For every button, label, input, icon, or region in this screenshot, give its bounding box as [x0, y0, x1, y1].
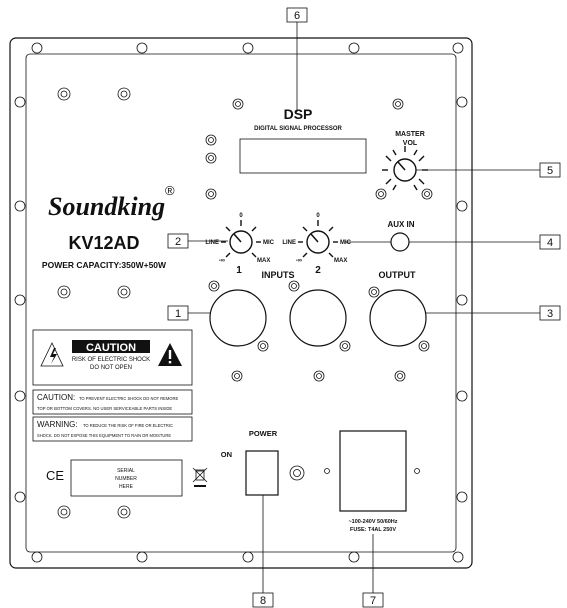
- callout-1: 1: [175, 308, 181, 320]
- on-label: ON: [221, 450, 232, 459]
- dsp-subtitle: DIGITAL SIGNAL PROCESSOR: [254, 126, 342, 132]
- ch1-min-label: -∞: [219, 258, 225, 264]
- callout-8-box: [252, 592, 274, 608]
- ch2-mic-label: MIC: [340, 240, 352, 246]
- caution-label: CAUTION RISK OF ELECTRIC SHOCK DO NOT OP…: [32, 329, 193, 386]
- callout-7: 7: [370, 595, 376, 607]
- callout-8: 8: [260, 595, 266, 607]
- registered-mark: ®: [165, 183, 175, 198]
- mains-inlet-fuse[interactable]: [324, 430, 420, 512]
- xlr-input-1[interactable]: [208, 280, 269, 352]
- caution-title: CAUTION: [86, 342, 136, 354]
- serial-line-1: SERIAL: [117, 468, 135, 474]
- callout-4-box: [539, 234, 561, 250]
- mains-rating: ~100-240V 50/60Hz: [348, 519, 397, 525]
- warning-text-box: WARNING: TO REDUCE THE RISK OF FIRE OR E…: [32, 416, 193, 442]
- channel-1-number: 1: [236, 265, 242, 276]
- callout-3-box: [539, 305, 561, 321]
- master-volume-knob[interactable]: [382, 146, 428, 191]
- inner-plate: [25, 53, 457, 553]
- master-vol-label-2: VOL: [403, 140, 418, 147]
- channel-2-number: 2: [315, 265, 321, 276]
- caution-text-line-1: TO PREVENT ELECTRIC SHOCK DO NOT REMORE: [79, 396, 178, 401]
- power-switch[interactable]: [245, 450, 279, 496]
- caution-text-head: CAUTION:: [37, 393, 75, 402]
- callout-5: 5: [547, 165, 553, 177]
- channel-2-gain-knob[interactable]: [298, 220, 338, 258]
- model-name: KV12AD: [68, 233, 139, 253]
- callout-5-box: [539, 162, 561, 178]
- caution-text-box: CAUTION: TO PREVENT ELECTRIC SHOCK DO NO…: [32, 389, 193, 415]
- master-vol-label-1: MASTER: [395, 131, 425, 138]
- serial-number-plate: SERIAL NUMBER HERE: [70, 459, 183, 497]
- callout-4: 4: [547, 237, 553, 249]
- lightning-triangle-icon: [40, 342, 64, 367]
- caution-text-line-2: TOP OR BOTTOM COVERS. NO USER SERVICEABL…: [37, 406, 172, 411]
- callout-7-box: [362, 592, 384, 608]
- callout-2: 2: [175, 236, 181, 248]
- aux-in-label: AUX IN: [387, 220, 414, 229]
- power-label: POWER: [249, 429, 278, 438]
- callout-6: 6: [294, 10, 300, 22]
- ch2-max-label: MAX: [334, 258, 347, 264]
- brand-logo: Soundking: [48, 192, 165, 221]
- inner-screws: [57, 87, 433, 519]
- ch2-min-label: -∞: [296, 258, 302, 264]
- exclamation-triangle-icon: [158, 343, 182, 366]
- ch1-line-label: LINE: [205, 240, 219, 246]
- ch1-mic-label: MIC: [263, 240, 275, 246]
- serial-line-2: NUMBER: [115, 476, 137, 482]
- dsp-title: DSP: [284, 106, 313, 122]
- inputs-label: INPUTS: [261, 270, 294, 280]
- channel-1-gain-knob[interactable]: [221, 220, 261, 258]
- dsp-display-window: [239, 138, 367, 174]
- aux-in-jack[interactable]: [390, 232, 410, 252]
- outer-plate: [9, 37, 473, 569]
- output-label: OUTPUT: [379, 270, 417, 280]
- caution-line-1: RISK OF ELECTRIC SHOCK: [72, 357, 150, 363]
- ch2-zero-label: 0: [316, 213, 320, 219]
- fuse-rating: FUSE: T4AL 250V: [350, 527, 396, 533]
- ch1-zero-label: 0: [239, 213, 243, 219]
- xlr-output[interactable]: [368, 286, 430, 352]
- ce-mark: CE: [46, 468, 64, 483]
- callout-3: 3: [547, 308, 553, 320]
- ch1-max-label: MAX: [257, 258, 270, 264]
- serial-line-3: HERE: [119, 484, 134, 490]
- weee-bin-icon: [192, 467, 208, 487]
- warning-text-line-2: SHOCK. DO NOT EXPOSE THIS EQUIPMENT TO R…: [37, 433, 171, 438]
- warning-text-line-1: TO REDUCE THE RISK OF FIRE OR ELECTRIC: [83, 423, 173, 428]
- ch2-line-label: LINE: [282, 240, 296, 246]
- perimeter-screws: [14, 42, 468, 563]
- xlr-input-2[interactable]: [288, 280, 351, 352]
- power-capacity: POWER CAPACITY:350W+50W: [42, 260, 167, 270]
- caution-line-2: DO NOT OPEN: [90, 365, 132, 371]
- warning-text-head: WARNING:: [37, 420, 78, 429]
